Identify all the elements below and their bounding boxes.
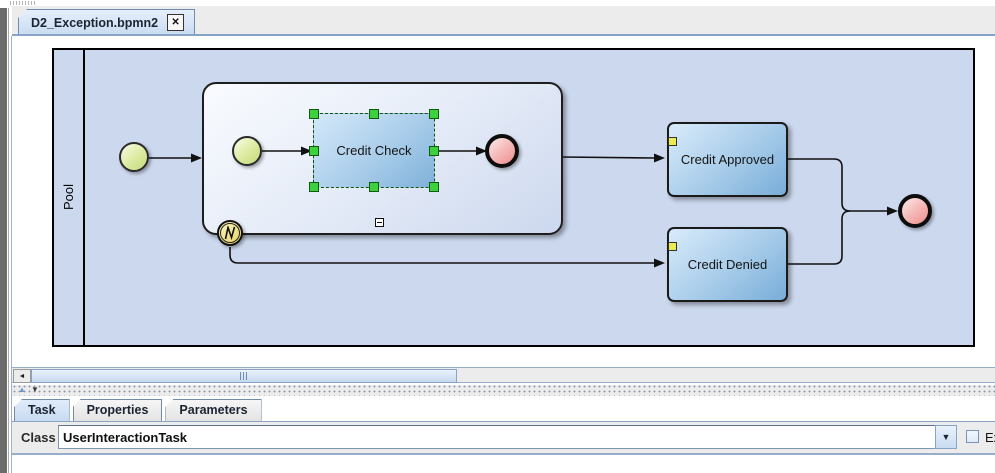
start-event-subprocess[interactable]	[232, 136, 262, 166]
boundary-error-event[interactable]	[217, 220, 243, 246]
selection-handle[interactable]	[309, 182, 319, 192]
class-field-label: Class	[21, 430, 56, 445]
scroll-left-icon[interactable]: ◄	[13, 369, 31, 383]
end-event-subprocess[interactable]	[485, 134, 519, 168]
chevron-down-icon[interactable]: ▼	[935, 425, 957, 449]
tab-title: D2_Exception.bpmn2	[31, 15, 159, 30]
ex-checkbox[interactable]	[966, 430, 979, 443]
start-event-outer[interactable]	[119, 142, 149, 172]
selection-handle[interactable]	[309, 109, 319, 119]
selection-handle[interactable]	[429, 145, 439, 156]
close-icon[interactable]: ✕	[167, 14, 185, 31]
pool-label: Pool	[61, 184, 76, 211]
splitter-down-icon[interactable]: ▼	[31, 385, 39, 394]
task-credit-denied[interactable]: Credit Denied	[667, 227, 788, 302]
tab-content-border	[12, 34, 995, 36]
selection-handle[interactable]	[429, 182, 439, 192]
error-zigzag-icon	[224, 226, 236, 240]
horizontal-scrollbar[interactable]: ◄	[12, 367, 995, 383]
tab-task[interactable]: Task	[14, 399, 70, 421]
task-credit-approved[interactable]: Credit Approved	[667, 122, 788, 197]
subprocess-collapse-button[interactable]	[375, 218, 384, 227]
properties-tab-border	[12, 421, 995, 422]
selection-handle[interactable]	[429, 109, 439, 119]
task-type-icon	[668, 137, 677, 146]
class-row: Class ▼ Ex	[12, 422, 995, 453]
task-label: Credit Denied	[687, 257, 768, 272]
class-input[interactable]	[58, 425, 937, 449]
tab-d2-exception[interactable]: D2_Exception.bpmn2 ✕	[18, 9, 196, 35]
left-panel-edge	[0, 8, 7, 473]
task-label: Credit Approved	[680, 152, 775, 167]
toolbar-grip	[10, 1, 36, 5]
selection-handle[interactable]	[369, 182, 379, 192]
properties-tab-bar: Task Properties Parameters	[14, 398, 262, 421]
end-event-final[interactable]	[898, 194, 932, 228]
split-pane-divider[interactable]: ▲ ▼	[12, 385, 995, 396]
task-label: Credit Check	[336, 143, 412, 158]
minus-icon	[377, 221, 382, 224]
tab-parameters[interactable]: Parameters	[165, 399, 262, 421]
selection-handle[interactable]	[309, 145, 319, 156]
left-divider	[8, 8, 9, 473]
scrollbar-thumb[interactable]	[31, 369, 457, 383]
pool-label-band: Pool	[54, 50, 85, 345]
selection-handle[interactable]	[369, 109, 379, 119]
task-type-icon	[668, 242, 677, 251]
lower-panel-border	[12, 453, 995, 455]
content-left-border	[11, 36, 12, 473]
task-credit-check[interactable]: Credit Check	[309, 109, 439, 192]
splitter-up-icon[interactable]: ▲	[18, 385, 26, 394]
ex-checkbox-label: Ex	[985, 430, 995, 445]
tab-properties[interactable]: Properties	[72, 399, 163, 421]
